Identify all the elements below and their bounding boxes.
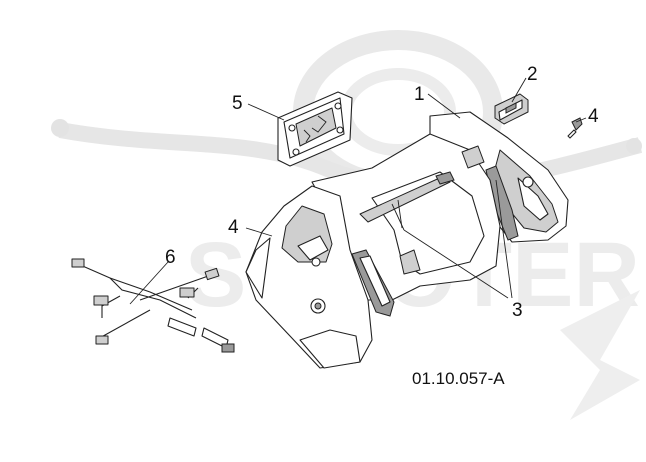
callout-6: 6 [165, 247, 176, 268]
leader-3b [495, 179, 513, 299]
mounting-plate [277, 91, 353, 167]
callout-3: 3 [512, 300, 523, 321]
leader-lines [129, 77, 587, 305]
leader-5 [247, 103, 285, 121]
diagram-reference-code: 01.10.057-A [412, 369, 505, 388]
wiring-harness [71, 258, 235, 353]
callout-1: 1 [414, 84, 425, 105]
screw-right [567, 117, 583, 139]
front-shield [245, 111, 569, 369]
leader-6 [129, 261, 169, 305]
callout-5: 5 [232, 93, 243, 114]
leader-3a [403, 229, 509, 299]
callout-2: 2 [527, 64, 538, 85]
leader-4-right [575, 117, 587, 123]
leader-4-left [245, 227, 273, 237]
leader-2 [511, 77, 527, 103]
callout-4-right: 4 [588, 106, 599, 127]
leader-1 [427, 93, 461, 119]
callout-labels: 1 2 3 4 4 5 6 [165, 64, 599, 321]
callout-4-left: 4 [228, 217, 239, 238]
small-clip [494, 93, 529, 125]
